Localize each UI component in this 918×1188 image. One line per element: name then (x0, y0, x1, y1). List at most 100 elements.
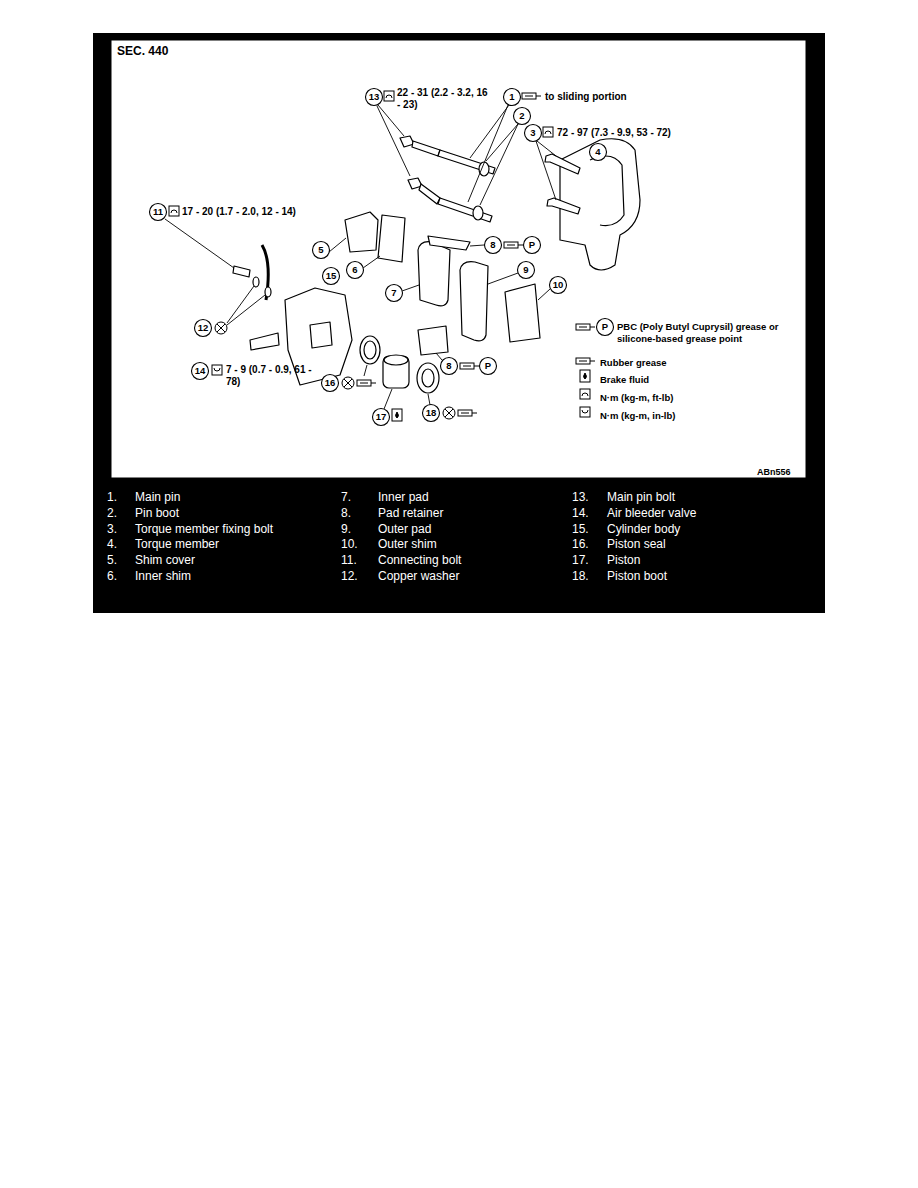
brake-fluid-icon (580, 370, 590, 382)
parts (233, 136, 640, 393)
part-name: Torque member (135, 537, 219, 551)
part-number: 2. (107, 506, 117, 520)
leader-lines (165, 105, 556, 409)
pad-retainer (428, 236, 470, 250)
callout-circle (373, 409, 390, 426)
legend-text: Rubber grease (600, 357, 667, 369)
part-number: 18. (572, 569, 589, 583)
grease-icon (522, 93, 541, 99)
torque-icon (580, 407, 590, 417)
torque-icon (580, 389, 590, 399)
piston-boot (417, 363, 439, 393)
fixing-bolt (547, 198, 580, 214)
callout-number: 1 (504, 90, 521, 104)
callout-number: 5 (313, 243, 330, 257)
piston-face (384, 355, 408, 365)
part-name: Inner pad (378, 490, 429, 504)
part-name: Piston seal (607, 537, 666, 551)
main-pin (438, 198, 492, 222)
grease-icon (504, 242, 523, 248)
callout-circle (313, 242, 330, 259)
callout-circle (597, 319, 614, 336)
legend-text: N·m (kg-m, ft-lb) (600, 392, 673, 404)
part-name: Piston boot (607, 569, 667, 583)
callout-number: P (480, 359, 497, 373)
callout-number: 13 (366, 90, 383, 104)
shim-cover (345, 212, 378, 252)
callout-circle (386, 285, 403, 302)
inner-shim (378, 215, 405, 262)
part-name: Main pin (135, 490, 180, 504)
part-number: 3. (107, 522, 117, 536)
replace-mark (443, 407, 455, 419)
callout-circle (550, 277, 567, 294)
pin-boot (473, 206, 483, 220)
grease-icon (576, 324, 595, 330)
callout-number: 12 (195, 321, 212, 335)
part-name: Copper washer (378, 569, 459, 583)
part-number: 14. (572, 506, 589, 520)
part-number: 10. (341, 537, 358, 551)
callout-circle (514, 108, 531, 125)
spec-text: 22 - 31 (2.2 - 3.2, 16 - 23) (397, 87, 489, 111)
torque-icon (212, 365, 222, 375)
part-number: 5. (107, 553, 117, 567)
callout-circle (518, 262, 535, 279)
fixing-bolt (545, 154, 580, 174)
callout-number: 9 (518, 263, 535, 277)
callout-circle (347, 262, 364, 279)
part-number: 8. (341, 506, 351, 520)
spec-text: to sliding portion (545, 91, 627, 103)
callout-number: 3 (525, 126, 542, 140)
pad-retainer (418, 326, 448, 355)
grease-icon (458, 410, 477, 416)
torque-icon (543, 127, 553, 137)
piston (383, 356, 409, 388)
part-name: Main pin bolt (607, 490, 675, 504)
part-number: 12. (341, 569, 358, 583)
part-number: 6. (107, 569, 117, 583)
callout-number: 7 (386, 286, 403, 300)
callout-circle (590, 144, 607, 161)
callout-number: 8 (485, 238, 502, 252)
part-number: 15. (572, 522, 589, 536)
grease-icon (576, 358, 595, 364)
connecting-bolt (233, 266, 250, 277)
brake-fluid-icon (392, 409, 402, 421)
callout-number: 2 (514, 109, 531, 123)
callout-number: 10 (550, 278, 567, 292)
callout-circle (441, 358, 458, 375)
part-name: Pin boot (135, 506, 179, 520)
part-number: 7. (341, 490, 351, 504)
section-title: SEC. 440 (117, 44, 168, 58)
callout-circle (192, 363, 209, 380)
replace-mark (215, 322, 227, 334)
part-number: 11. (341, 553, 357, 567)
part-name: Inner shim (135, 569, 191, 583)
part-number: 4. (107, 537, 117, 551)
callout-number: P (524, 238, 541, 252)
legend-text: N·m (kg-m, in-lb) (600, 410, 675, 422)
part-name: Air bleeder valve (607, 506, 696, 520)
bolt-shank (412, 141, 440, 156)
spec-text: 72 - 97 (7.3 - 9.9, 53 - 72) (557, 127, 671, 139)
part-name: Torque member fixing bolt (135, 522, 273, 536)
part-name: Cylinder body (607, 522, 680, 536)
callout-circle (366, 89, 383, 106)
spec-text: 7 - 9 (0.7 - 0.9, 61 - 78) (226, 364, 316, 388)
inner-pad (418, 242, 450, 306)
part-name: Connecting bolt (378, 553, 461, 567)
callout-circle (323, 268, 340, 285)
spec-text: 17 - 20 (1.7 - 2.0, 12 - 14) (182, 206, 296, 218)
part-number: 16. (572, 537, 589, 551)
callout-number: 16 (322, 376, 339, 390)
callout-number: 11 (150, 205, 167, 219)
replace-mark (342, 377, 354, 389)
callout-circle (504, 89, 521, 106)
part-name: Piston (607, 553, 640, 567)
part-name: Pad retainer (378, 506, 443, 520)
piston-seal (360, 336, 380, 364)
air-bleeder-valve (250, 333, 279, 350)
callout-circle (525, 125, 542, 142)
